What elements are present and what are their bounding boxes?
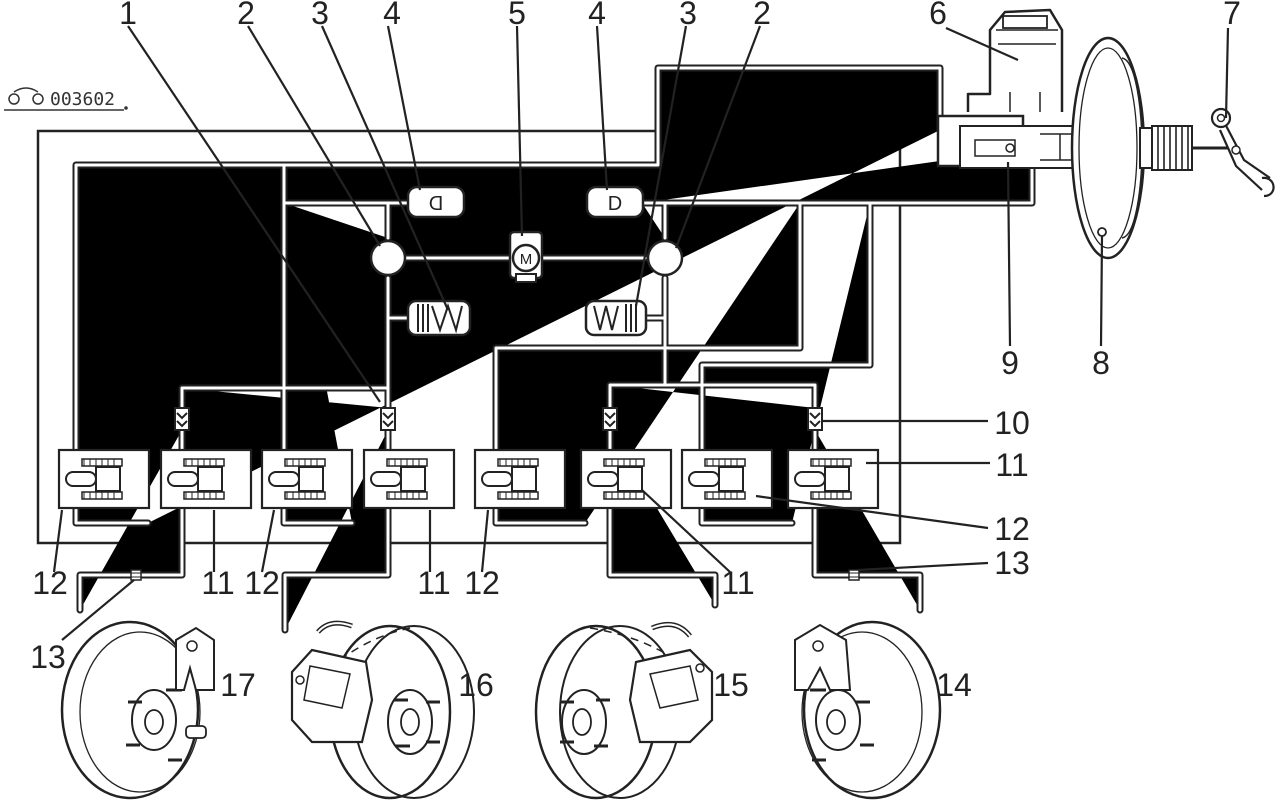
label-bottom-5: 12 [464,565,500,601]
abs-unit-frame [36,129,902,545]
label-wheel-13: 13 [30,639,66,675]
pushrod-clevis [1210,107,1275,198]
label-bottom-4: 11 [417,565,450,601]
label-right-3: 10 [994,405,1030,441]
hose-union-right [848,569,860,581]
pump-right [646,239,684,277]
wheel-brake-15 [534,621,714,800]
brake-pipes [76,68,1032,630]
figure-code-text: 003602 [50,89,115,110]
label-top-2: 2 [237,0,255,31]
outlet-valve-4 [680,448,774,510]
inlet-valve-2 [362,448,456,510]
label-wheel-14: 14 [936,667,972,703]
motor-icon [511,243,541,273]
label-bottom-6: 11 [721,565,754,601]
label-right-2: 8 [1092,345,1110,381]
label-right-6: 13 [994,545,1030,581]
damper-left: D [406,185,466,219]
wheel-brake-16 [290,620,475,800]
outlet-valve-2 [260,448,354,510]
label-top-8: 2 [753,0,771,31]
accumulator-left [406,299,472,337]
inlet-valve-3 [579,448,673,510]
label-wheel-17: 17 [220,667,256,703]
leader-lines [52,25,1230,641]
brake-booster [1070,36,1228,260]
label-bottom-1: 12 [32,565,68,601]
label-top-4: 4 [383,0,401,31]
label-bottom-3: 12 [244,565,280,601]
label-wheel-16: 16 [458,667,494,703]
wheel-brake-14 [794,620,942,800]
hose-union-left [130,569,142,581]
check-valve-1 [174,407,190,431]
outlet-valve-1 [57,448,151,510]
pump-motor: M [508,230,544,283]
figure-code: 003602 [4,87,128,111]
label-bottom-2: 11 [201,565,234,601]
wheel-brake-17 [60,620,215,800]
label-right-5: 12 [994,511,1030,547]
label-right-4: 11 [995,447,1028,483]
label-top-6: 4 [588,0,606,31]
outlet-valve-3 [473,448,567,510]
check-valve-3 [602,407,618,431]
label-top-7: 3 [679,0,697,31]
damper-right: D [585,185,645,219]
pump-left [369,239,407,277]
label-top-5: 5 [508,0,526,31]
label-top-10: 7 [1223,0,1241,31]
motor-glyph: M [520,251,533,268]
check-valve-2 [380,407,396,431]
inlet-valve-4 [786,448,880,510]
label-wheel-15: 15 [713,667,749,703]
master-cylinder [936,114,1081,169]
label-top-3: 3 [311,0,329,31]
check-valve-4 [807,407,823,431]
accumulator-right [584,299,648,337]
code-mark-icon [8,93,20,105]
callout-labels: 1 2 3 4 5 4 3 2 6 7 9 8 10 11 12 13 12 1… [30,0,1241,703]
damper-left-glyph: D [429,191,443,213]
brake-fluid-reservoir [966,8,1064,112]
label-right-1: 9 [1001,345,1019,381]
inlet-valve-1 [159,448,253,510]
label-top-9: 6 [929,0,947,31]
label-top-1: 1 [119,0,137,31]
damper-right-glyph: D [608,193,622,215]
